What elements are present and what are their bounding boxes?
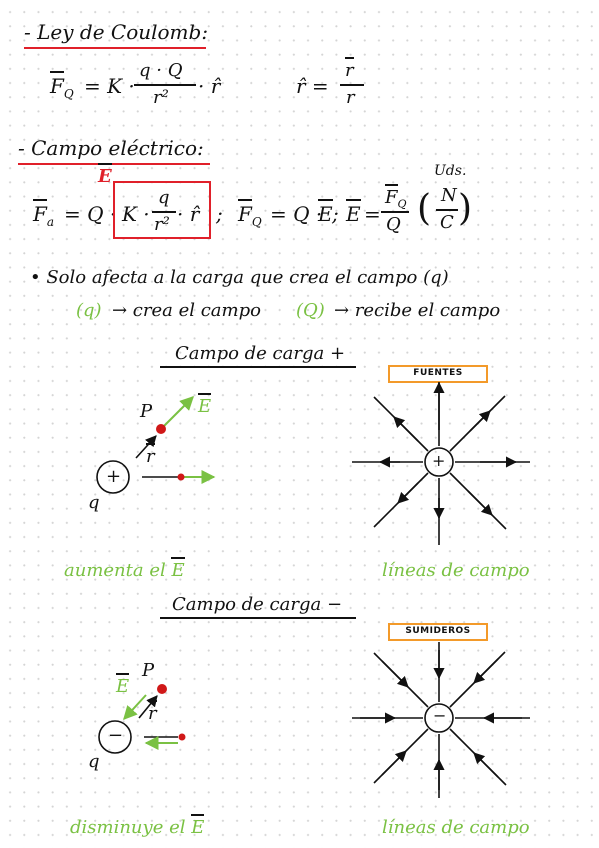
negative-field-sign: − bbox=[433, 706, 447, 725]
positive-field-sign: + bbox=[432, 451, 446, 470]
campo-heading-underline bbox=[18, 163, 210, 165]
negative-title-underline bbox=[160, 617, 356, 619]
semicolon-2: ; bbox=[332, 202, 339, 226]
box-numerator: q bbox=[158, 187, 170, 208]
semicolon-1: ; bbox=[216, 202, 223, 226]
force-dot bbox=[177, 473, 185, 481]
negative-sign: − bbox=[108, 725, 124, 746]
campo-heading: - Campo eléctrico: bbox=[18, 136, 204, 160]
negative-r-label: r bbox=[148, 700, 157, 724]
coulomb-heading: - Ley de Coulomb: bbox=[24, 20, 209, 44]
coulomb-fraction-bar bbox=[134, 84, 196, 86]
force-q-symbol: FQ bbox=[238, 199, 262, 229]
positive-field-charge bbox=[424, 447, 454, 477]
note-q-label: (q) bbox=[76, 300, 102, 321]
coulomb-numerator: q · Q bbox=[139, 60, 183, 81]
positive-e-label: E bbox=[198, 393, 212, 417]
box-denominator: r² bbox=[154, 214, 170, 235]
positive-title-underline bbox=[160, 366, 356, 368]
point-p-dot bbox=[156, 424, 166, 434]
equals-3: = bbox=[364, 202, 381, 226]
electric-field-box bbox=[113, 181, 211, 239]
units-fraction-bar bbox=[436, 209, 458, 211]
frac-denominator: Q bbox=[386, 214, 401, 235]
positive-caption-right: líneas de campo bbox=[382, 560, 530, 581]
positive-r-label: r bbox=[146, 443, 155, 467]
neg-r-vector-arrow bbox=[138, 695, 158, 719]
positive-field-lines bbox=[352, 381, 530, 545]
positive-left-diagram bbox=[96, 396, 216, 494]
sumideros-tag: SUMIDEROS bbox=[388, 623, 488, 641]
equals-q-2: = Q · bbox=[270, 202, 323, 226]
negative-field-charge bbox=[424, 703, 454, 733]
e-vector-3: E bbox=[346, 199, 361, 226]
units-paren-close: ) bbox=[458, 188, 473, 229]
e-above-box: E bbox=[98, 163, 112, 187]
rhat-numerator: r bbox=[345, 57, 354, 81]
frac-numerator: FQ bbox=[385, 184, 407, 211]
units-denominator: C bbox=[440, 212, 454, 233]
campo-equals-q: = Q · bbox=[64, 202, 117, 226]
rhat-definition: r̂ = bbox=[296, 74, 329, 98]
negative-q-label: q bbox=[88, 751, 100, 772]
coulomb-force-symbol: FQ bbox=[50, 71, 74, 101]
coulomb-unit-vector: · r̂ bbox=[198, 74, 221, 98]
coulomb-heading-underline bbox=[24, 47, 206, 49]
e-vector-arrow bbox=[161, 396, 194, 429]
campo-force-symbol: Fa bbox=[33, 199, 55, 229]
e-vector-2: E bbox=[318, 199, 333, 226]
positive-q-label: q bbox=[88, 492, 100, 513]
box-fraction-bar bbox=[152, 211, 176, 213]
coulomb-denominator: r² bbox=[153, 87, 169, 108]
negative-field-lines bbox=[352, 642, 530, 798]
neg-e-vector-arrow bbox=[123, 694, 147, 721]
box-k: K · bbox=[122, 202, 150, 226]
note-bullet: • Solo afecta a la carga que crea el cam… bbox=[30, 267, 449, 288]
positive-title: Campo de carga + bbox=[175, 343, 346, 364]
negative-p-label: P bbox=[142, 660, 155, 681]
negative-caption-left: disminuye el E bbox=[70, 814, 205, 838]
note-Q-label: (Q) bbox=[296, 300, 325, 321]
negative-e-label: E bbox=[116, 673, 130, 697]
units-paren-open: ( bbox=[417, 188, 432, 229]
positive-p-label: P bbox=[140, 401, 153, 422]
frac-bar bbox=[381, 211, 409, 213]
units-label: Uds. bbox=[434, 163, 467, 179]
box-unit-vector: · r̂ bbox=[177, 202, 200, 226]
coulomb-equals-k: = K · bbox=[84, 74, 135, 98]
negative-charge-circle bbox=[98, 720, 132, 754]
positive-caption-left: aumenta el E bbox=[64, 557, 185, 581]
units-numerator: N bbox=[441, 185, 457, 206]
negative-title: Campo de carga − bbox=[172, 594, 343, 615]
neg-point-p-dot bbox=[157, 684, 167, 694]
positive-charge-circle bbox=[96, 460, 130, 494]
note-q-text: → crea el campo bbox=[112, 300, 261, 321]
rhat-denominator: r bbox=[346, 87, 355, 108]
positive-sign: + bbox=[106, 466, 122, 487]
neg-force-dot bbox=[178, 733, 186, 741]
rhat-fraction-bar bbox=[340, 84, 364, 86]
negative-left-diagram bbox=[98, 684, 186, 754]
note-Q-text: → recibe el campo bbox=[334, 300, 501, 321]
r-vector-arrow bbox=[135, 435, 157, 459]
negative-caption-right: líneas de campo bbox=[382, 817, 530, 838]
